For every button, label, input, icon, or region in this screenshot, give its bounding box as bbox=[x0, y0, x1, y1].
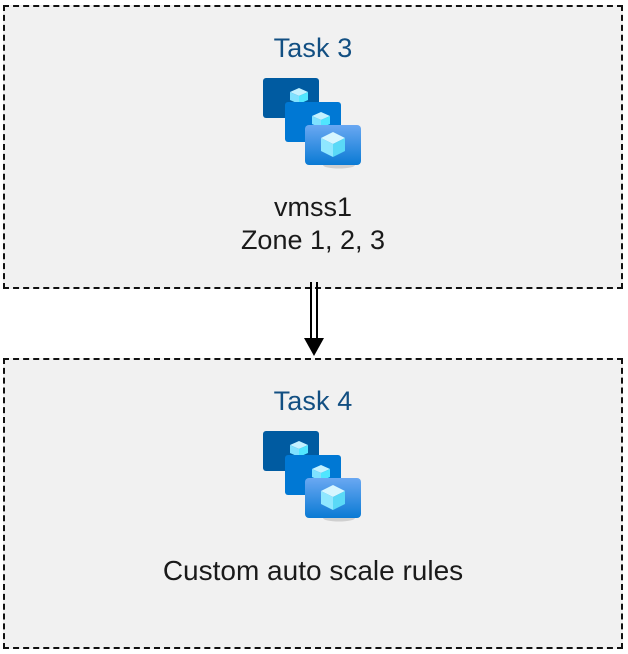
task-box-3-caption: vmss1 Zone 1, 2, 3 bbox=[241, 191, 385, 257]
vm-scale-set-icon bbox=[261, 427, 365, 530]
task-box-3: Task 3 bbox=[3, 5, 623, 289]
task-box-4-title: Task 4 bbox=[273, 386, 353, 416]
task-box-3-title: Task 3 bbox=[273, 33, 353, 63]
task-box-3-caption-line-2: Zone 1, 2, 3 bbox=[240, 225, 386, 255]
task-box-4-caption-line-1: Custom auto scale rules bbox=[162, 555, 464, 586]
vm-scale-set-icon bbox=[261, 74, 365, 177]
task-box-4: Task 4 bbox=[3, 358, 623, 649]
task-box-3-caption-line-1: vmss1 bbox=[273, 192, 352, 222]
task-box-4-caption: Custom auto scale rules bbox=[163, 554, 463, 587]
connector-arrow-task3-to-task4 bbox=[304, 282, 324, 356]
